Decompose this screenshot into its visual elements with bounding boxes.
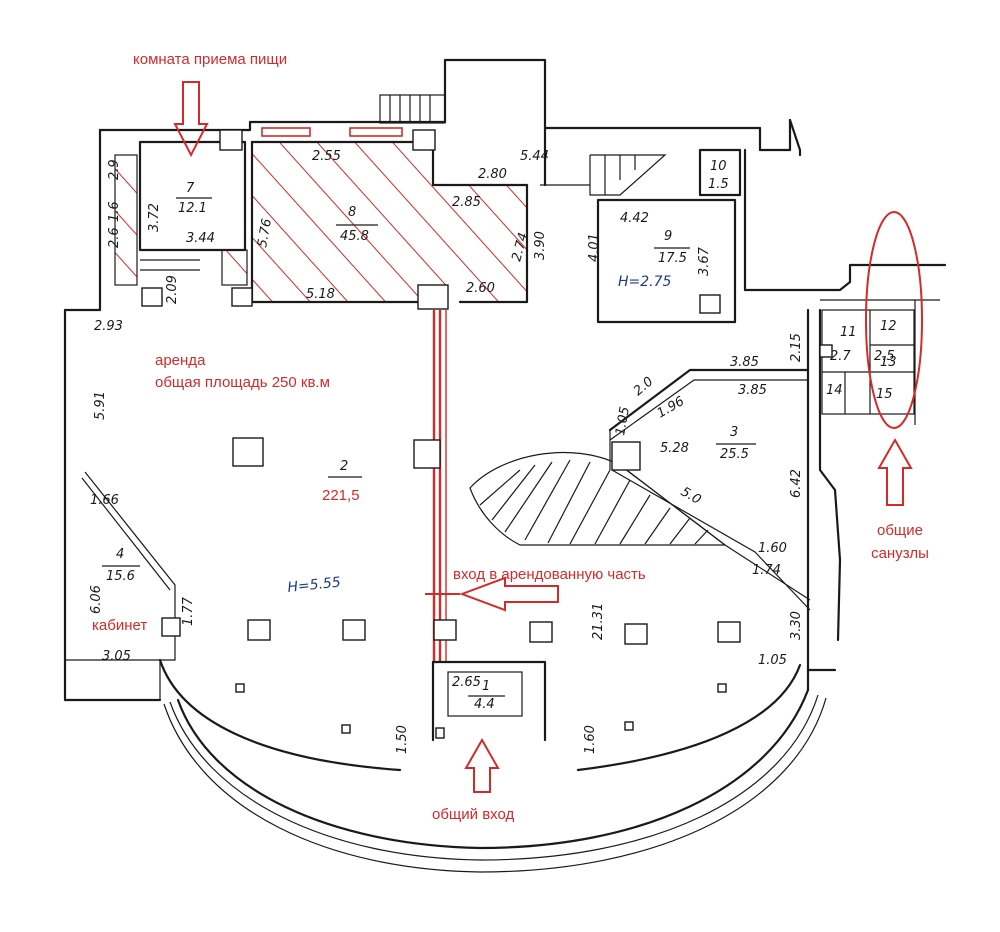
dim-label: 21.31 xyxy=(591,603,606,640)
room-9 xyxy=(540,126,742,324)
room-10-number: 10 xyxy=(710,159,727,174)
room-8-area: 45.8 xyxy=(340,229,369,244)
dim-label: 5.91 xyxy=(93,391,108,420)
dim-label: H=5.55 xyxy=(287,574,342,596)
rent-area-label: общая площадь 250 кв.м xyxy=(155,374,330,391)
room-13-number: 13 xyxy=(880,355,897,370)
room-labels: 7 12.1 8 45.8 9 17.5 10 1.5 2 3 25.5 4 1… xyxy=(102,159,897,712)
dim-label: 1.96 xyxy=(655,394,688,421)
dim-label: 2.6 xyxy=(107,227,122,248)
dim-label: 3.30 xyxy=(789,611,804,640)
dim-label: 2.15 xyxy=(789,333,804,362)
dining-room-label: комната приема пищи xyxy=(133,51,288,68)
dim-label: 4.01 xyxy=(587,233,602,262)
toilets-block xyxy=(821,211,923,429)
room-7-number: 7 xyxy=(186,181,195,196)
room-3-area: 25.5 xyxy=(720,447,749,462)
dim-label: 3.85 xyxy=(738,383,767,398)
room-8-hatched xyxy=(250,140,529,304)
dim-label: 3.05 xyxy=(102,649,131,664)
dim-label: 2.74 xyxy=(509,231,531,263)
top-stairs xyxy=(379,94,667,196)
dim-label: 1.74 xyxy=(752,563,781,578)
dim-label: 3.85 xyxy=(730,355,759,370)
dim-label: 5.28 xyxy=(660,441,689,456)
toilets-label-line1: общие xyxy=(877,522,923,539)
dim-label: 1.05 xyxy=(613,406,633,437)
dim-label: 1.60 xyxy=(583,725,598,754)
room-9-area: 17.5 xyxy=(658,251,687,266)
dim-label: 5.18 xyxy=(306,287,335,302)
dim-label: 3.90 xyxy=(533,231,548,260)
room-14-number: 14 xyxy=(826,383,843,398)
dim-label: 2.0 xyxy=(631,374,656,399)
dim-label: 1.05 xyxy=(758,653,787,668)
room-3-number: 3 xyxy=(730,425,738,440)
dim-label: 2.5 xyxy=(874,349,895,364)
office-label: кабинет xyxy=(92,617,148,634)
dim-label: 2.85 xyxy=(452,195,481,210)
toilets-label-line2: санузлы xyxy=(871,545,929,562)
room-10-area: 1.5 xyxy=(708,177,729,192)
dim-label: 4.42 xyxy=(620,211,649,226)
dim-label: 2.65 xyxy=(452,675,481,690)
rent-title-label: аренда xyxy=(155,352,206,369)
dim-label: 2.7 xyxy=(830,349,851,364)
annotation-arrows xyxy=(173,81,913,793)
spiral-stair xyxy=(469,451,811,611)
dim-label: 5.44 xyxy=(520,149,549,164)
rent-divider xyxy=(432,310,447,662)
room-9-number: 9 xyxy=(664,229,672,244)
room-4-number: 4 xyxy=(116,547,124,562)
dim-label: 3.67 xyxy=(697,246,712,276)
dim-label: 1.6 xyxy=(107,201,122,222)
dim-label: 2.9 xyxy=(107,159,122,180)
dim-label: 6.06 xyxy=(89,585,104,614)
dim-label: 1.66 xyxy=(90,493,119,508)
dim-label: 1.60 xyxy=(758,541,787,556)
room-1-vestibule xyxy=(431,660,547,742)
room-7 xyxy=(114,140,248,286)
dimension-labels: 2.55 5.44 2.80 2.85 5.76 5.18 3.44 3.72 … xyxy=(89,149,895,754)
room-4-area: 15.6 xyxy=(106,569,135,584)
dim-label: 1.50 xyxy=(395,725,410,754)
dim-label: 6.42 xyxy=(789,469,804,498)
room-1-area: 4.4 xyxy=(474,697,495,712)
dim-label: 2.93 xyxy=(94,319,123,334)
dim-label: 2.55 xyxy=(312,149,341,164)
room-1-number: 1 xyxy=(482,679,490,694)
outer-walls xyxy=(63,58,947,873)
room-12-number: 12 xyxy=(880,319,897,334)
dim-label: 5.0 xyxy=(678,484,703,507)
dim-label: 2.09 xyxy=(165,275,180,304)
dim-label: 1.77 xyxy=(181,596,196,626)
room-3 xyxy=(608,368,810,470)
dim-label: 2.80 xyxy=(478,167,507,182)
room-8-number: 8 xyxy=(348,205,356,220)
dim-label: 2.60 xyxy=(466,281,495,296)
rented-entrance-label: вход в арендованную часть xyxy=(453,566,646,583)
room-15-number: 15 xyxy=(876,387,893,402)
top-windows xyxy=(261,127,403,137)
dim-label: 3.72 xyxy=(147,203,162,232)
room-2-number: 2 xyxy=(340,459,348,474)
main-entrance-label: общий вход xyxy=(432,806,515,823)
hall-area-label: 221,5 xyxy=(322,487,360,504)
dim-label: H=2.75 xyxy=(618,274,672,290)
room-11-number: 11 xyxy=(840,325,857,340)
room-7-area: 12.1 xyxy=(178,201,207,216)
columns xyxy=(141,129,833,739)
dim-label: 3.44 xyxy=(186,231,215,246)
dim-label: 5.76 xyxy=(255,218,275,249)
